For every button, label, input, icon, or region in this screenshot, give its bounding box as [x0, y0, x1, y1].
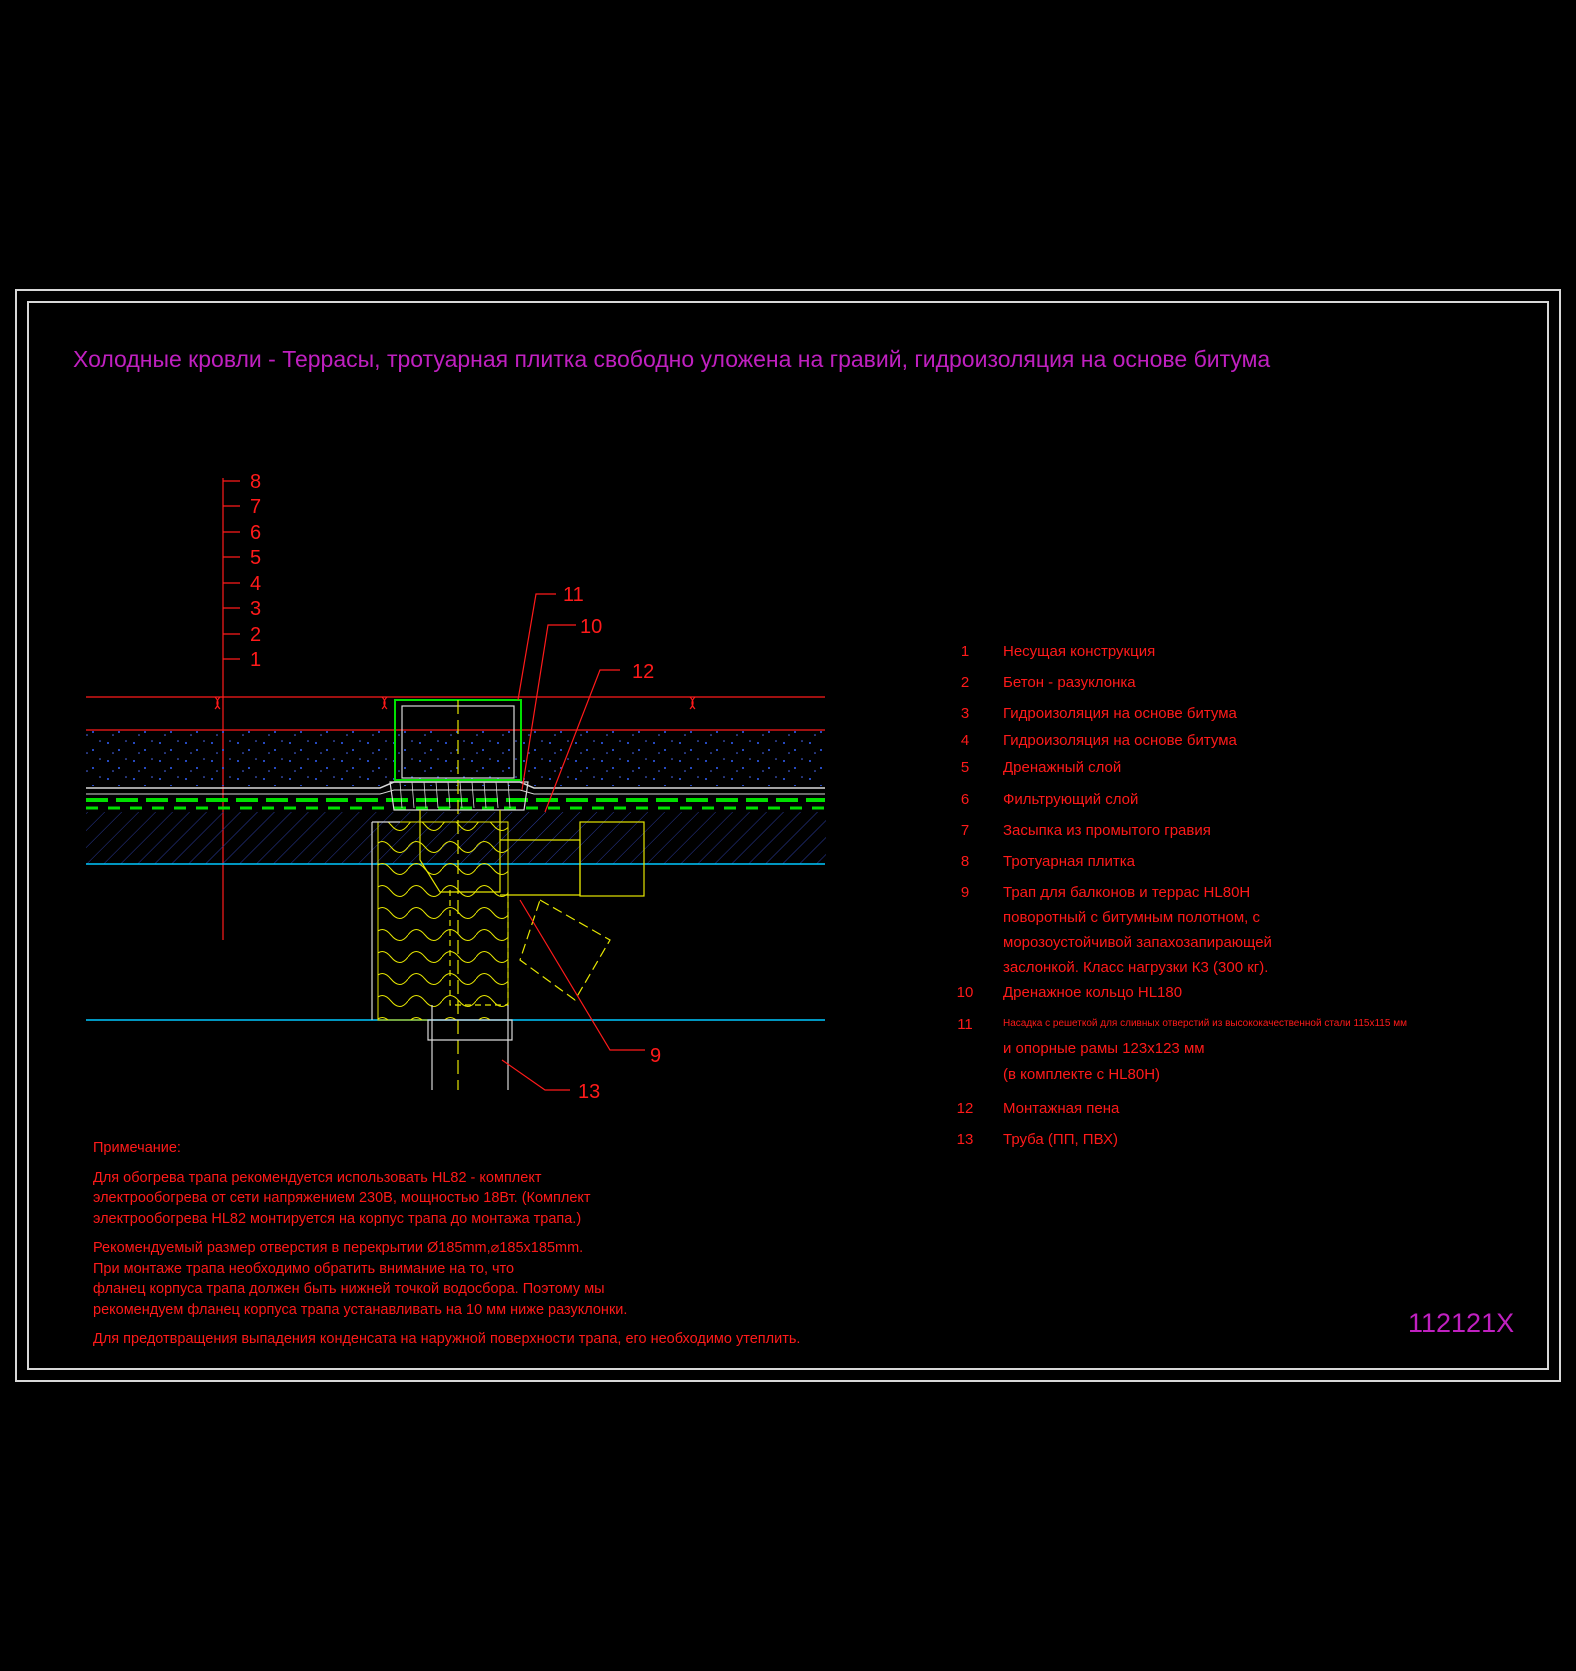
layer-label-8: 8 — [250, 471, 261, 493]
layer-label-7: 7 — [250, 496, 261, 518]
callouts: 11 10 12 9 13 — [563, 584, 661, 1103]
gravel-layer — [86, 730, 826, 786]
layer-label-5: 5 — [250, 547, 261, 569]
notes-line: фланец корпуса трапа должен быть нижней … — [93, 1281, 605, 1297]
layer-label-4: 4 — [250, 573, 261, 595]
callout-11: 11 — [563, 584, 584, 606]
drawing-frame-inner — [27, 301, 1549, 1370]
notes-line: рекомендуем фланец корпуса трапа устанав… — [93, 1301, 628, 1318]
callout-9: 9 — [650, 1045, 661, 1067]
layer-leader — [222, 478, 240, 940]
notes-line: электрообогрева от сети напряжением 230В… — [93, 1190, 591, 1206]
notes-heading: Примечание: — [93, 1140, 181, 1156]
insulation-block — [377, 821, 509, 1021]
drawing-frame-outer — [15, 289, 1561, 1382]
notes-line: Для предотвращения выпадения конденсата … — [93, 1331, 801, 1347]
notes-line: Рекомендуемый размер отверстия в перекры… — [93, 1240, 584, 1256]
layer-label-6: 6 — [250, 522, 261, 544]
roof-drain — [371, 699, 645, 1090]
callout-10: 10 — [580, 616, 602, 638]
layer-labels: 8 7 6 5 4 3 2 1 — [250, 471, 261, 671]
notes-line: электрообогрева HL82 монтируется на корп… — [93, 1210, 582, 1227]
drawing-code: 112121X — [1408, 1308, 1515, 1338]
notes: Примечание: Для обогрева трапа рекоменду… — [93, 1138, 800, 1350]
drawing-title: Холодные кровли - Террасы, тротуарная пл… — [73, 346, 1271, 372]
callout-leaders — [501, 593, 645, 1091]
notes-line: При монтаже трапа необходимо обратить вн… — [93, 1260, 515, 1277]
callout-12: 12 — [632, 661, 654, 683]
paving-tiles — [86, 696, 825, 731]
notes-line: Для обогрева трапа рекомендуется использ… — [93, 1169, 542, 1186]
callout-13: 13 — [578, 1081, 600, 1103]
layer-label-3: 3 — [250, 598, 261, 620]
layer-label-2: 2 — [250, 624, 261, 646]
layer-label-1: 1 — [250, 649, 261, 671]
